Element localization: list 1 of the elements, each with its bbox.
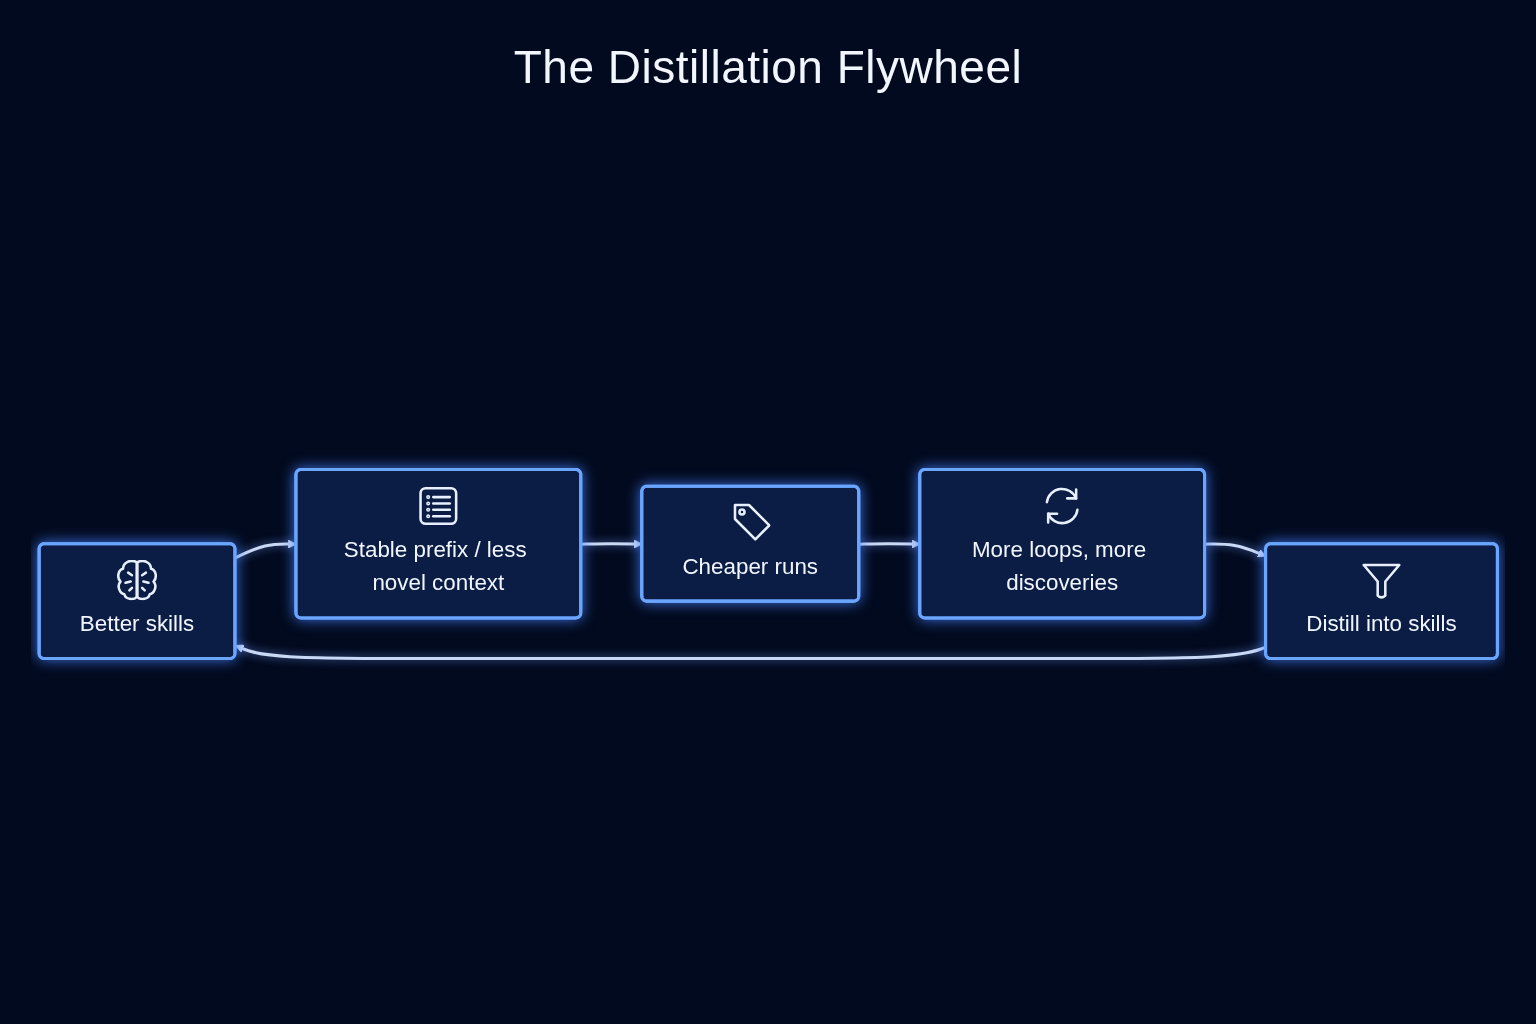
diagram-title: The Distillation Flywheel	[513, 40, 1023, 94]
